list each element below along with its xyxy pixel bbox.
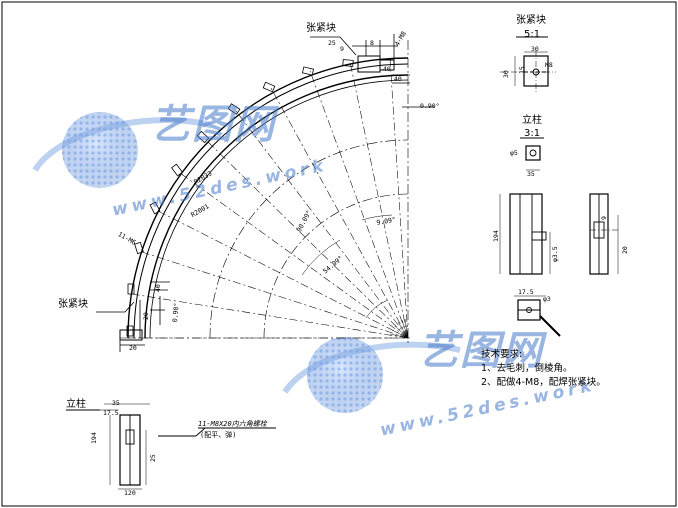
dim-9-top: 9 (340, 45, 344, 53)
dim-8-top: 8 (370, 39, 374, 47)
label-column-bottom: 立柱 (66, 399, 86, 410)
tech-req-item-2: 2、配做4-M8，配焊张紧块。 (481, 377, 606, 388)
dim-35: 35 (527, 170, 535, 178)
dim-angle-0-90-top: 0.90° (420, 102, 440, 110)
main-view (96, 34, 435, 352)
dim-194-bottom: 194 (90, 432, 98, 444)
dim-9-col: 9 (600, 216, 608, 220)
dim-20-bottom: 20 (129, 344, 137, 352)
tech-req-item-1: 1、去毛刺，倒棱角。 (481, 363, 573, 374)
detail-column-scale: 3:1 (524, 128, 541, 139)
dim-phi5: φ5 (510, 149, 518, 157)
label-clamp-block-top: 张紧块 (306, 23, 336, 34)
dim-15-clamp: 15 (518, 66, 526, 74)
watermark-top (32, 112, 211, 188)
dim-m8-clamp: M8 (545, 61, 553, 69)
detail-clamp-scale: 5:1 (524, 29, 541, 40)
dim-120-bottom: 120 (124, 489, 136, 497)
watermark-logo-top: 艺图网 (150, 102, 276, 148)
detail-small-clamp (514, 295, 561, 337)
dim-17-5-bottom: 17.5 (103, 409, 119, 417)
dim-17-5: 17.5 (518, 288, 534, 296)
dim-angle-0-90-left: 0.90° (171, 302, 181, 323)
dim-20-col: 20 (621, 246, 629, 254)
detail-column-title: 立柱 (522, 115, 542, 126)
dim-20-left: 20 (142, 312, 150, 320)
detail-clamp-title: 张紧块 (516, 15, 546, 26)
detail-clamp-block (500, 36, 556, 92)
watermark-logo-bottom: 艺图网 (418, 328, 544, 374)
dim-30-clamp-v: 30 (502, 70, 510, 78)
tech-req-title: 技术要求: (481, 349, 523, 360)
dim-25-top: 25 (328, 39, 336, 47)
detail-column (499, 137, 619, 275)
bolt-note-line1: 11-M8X20内六角螺栓 (198, 420, 267, 428)
dim-35-bottom: 35 (112, 399, 120, 407)
watermark-bottom (282, 337, 461, 413)
bottom-column-view (66, 403, 276, 490)
dim-25-bottom: 25 (149, 454, 157, 462)
bolt-note-line2: (配平、弹) (200, 431, 237, 439)
dim-40-left: 40 (154, 284, 162, 292)
label-clamp-block-left: 张紧块 (58, 299, 88, 310)
dim-phi3: φ3 (543, 295, 551, 303)
dim-194: 194 (492, 230, 500, 242)
dim-phi3-5: φ3.5 (551, 246, 559, 262)
dim-40-top-b: 40 (394, 75, 402, 83)
dim-30-clamp: 30 (531, 45, 539, 53)
dim-40-top-a: 40 (383, 65, 391, 73)
